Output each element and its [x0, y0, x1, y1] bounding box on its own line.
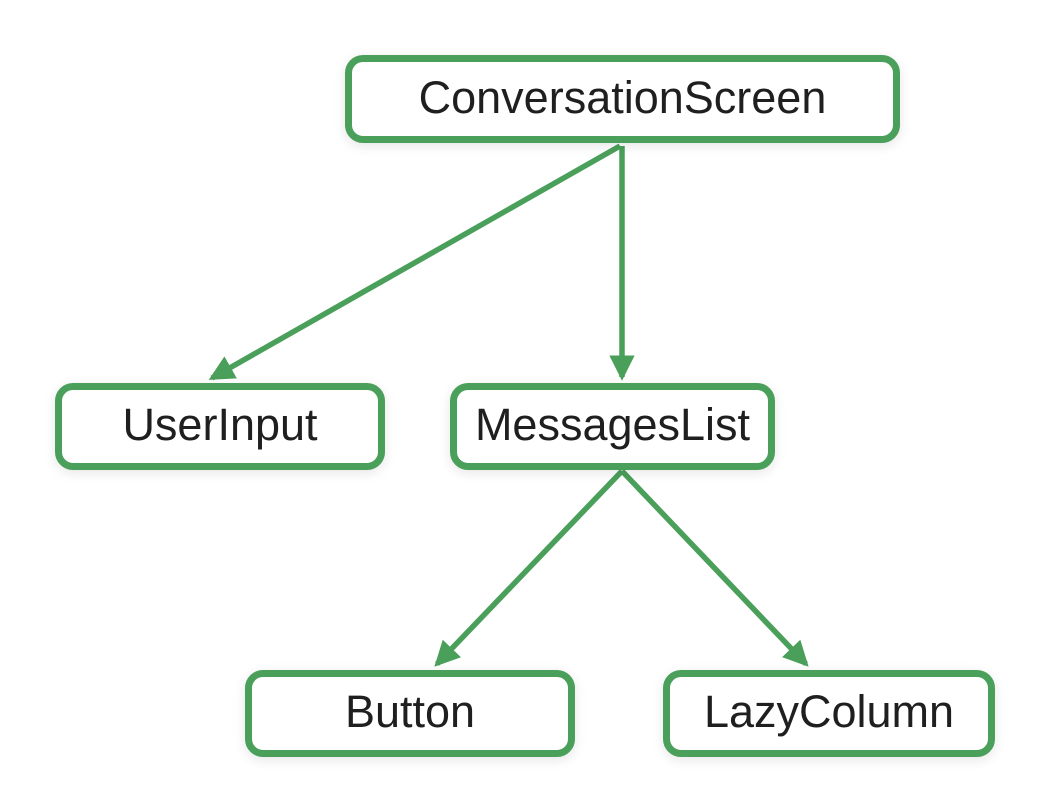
- node-button: Button: [245, 670, 575, 757]
- node-user-input-label: UserInput: [122, 399, 318, 450]
- node-lazy-column-label: LazyColumn: [703, 686, 955, 737]
- node-conversation-screen-label: ConversationScreen: [418, 71, 827, 123]
- edge-messageslist-to-button: [434, 469, 624, 667]
- edge-conversationscreen-to-userinput: [208, 143, 622, 381]
- node-messages-list: MessagesList: [450, 383, 775, 470]
- node-messages-list-label: MessagesList: [474, 399, 751, 450]
- node-lazy-column: LazyColumn: [663, 670, 995, 757]
- node-conversation-screen: ConversationScreen: [345, 55, 900, 143]
- node-user-input: UserInput: [55, 383, 385, 470]
- node-button-label: Button: [344, 686, 476, 737]
- edge-messageslist-to-lazycolumn: [620, 469, 809, 667]
